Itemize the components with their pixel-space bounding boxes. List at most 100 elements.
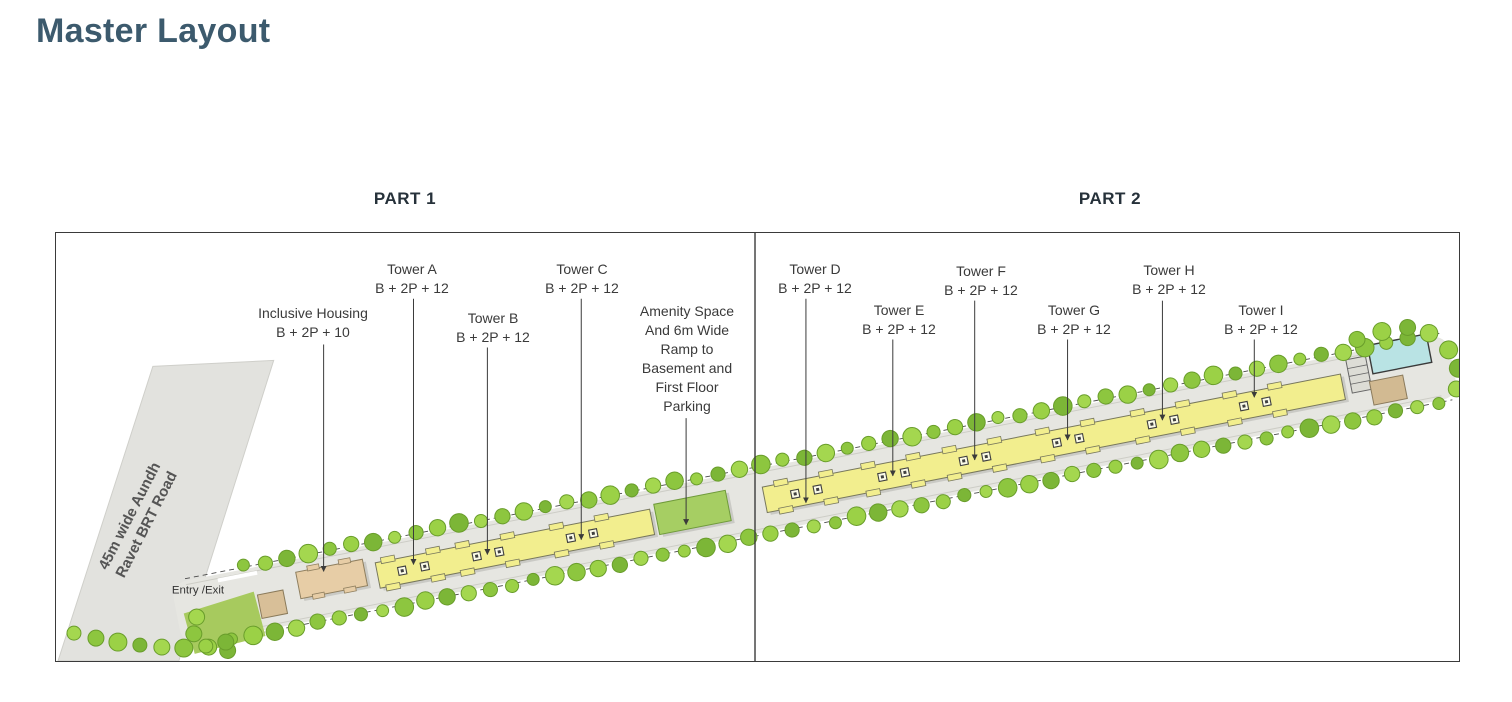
tower-wing xyxy=(1174,399,1191,409)
tree-icon xyxy=(1130,456,1144,470)
brt-road xyxy=(57,359,275,661)
label-title: Tower B xyxy=(467,310,519,326)
tree-icon xyxy=(343,535,360,553)
housing-wing xyxy=(306,563,320,572)
label-title: Inclusive Housing xyxy=(258,305,368,321)
tower-core-dot xyxy=(793,492,797,496)
amenity-space-label: Amenity Space And 6m Wide Ramp to Baseme… xyxy=(640,302,734,416)
tower-wing xyxy=(1034,426,1051,437)
ramp-step xyxy=(1347,364,1368,370)
tree-icon xyxy=(153,638,171,656)
tree-icon xyxy=(740,528,758,546)
inclusive-housing-label: Inclusive Housing B + 2P + 10 xyxy=(258,304,368,342)
tree-icon xyxy=(1086,462,1102,478)
tower-wing xyxy=(910,479,927,489)
tree-icon xyxy=(1077,394,1092,409)
ramp-step xyxy=(1350,380,1371,385)
tower-wing xyxy=(865,488,882,498)
tree-icon xyxy=(816,443,836,463)
tree-icon xyxy=(188,608,206,626)
tree-icon xyxy=(66,625,82,641)
tree-icon xyxy=(331,610,347,626)
gatehouse xyxy=(256,589,289,620)
tree-icon xyxy=(881,429,899,448)
tower-core-dot xyxy=(591,531,596,536)
tower-wing xyxy=(817,468,834,479)
tree-icon xyxy=(1432,397,1446,410)
tree-icon xyxy=(108,632,128,652)
tree-icon xyxy=(633,550,649,566)
tree-icon xyxy=(935,494,951,510)
tree-icon xyxy=(1321,415,1341,434)
tree-icon xyxy=(1192,440,1211,458)
tree-icon xyxy=(751,454,771,475)
tree-icon xyxy=(665,471,684,490)
label-title: Tower G xyxy=(1047,302,1101,318)
tree-icon xyxy=(257,555,273,571)
tower-core-dot xyxy=(1055,440,1059,445)
tower-wing xyxy=(1179,426,1196,437)
tree-icon xyxy=(388,530,402,544)
tree-icon xyxy=(545,566,565,586)
tower-wing xyxy=(548,521,565,532)
tree-icon xyxy=(1269,354,1288,374)
label-spec: B + 2P + 12 xyxy=(944,282,1018,298)
tower-wing xyxy=(1134,435,1151,445)
tree-icon xyxy=(174,638,194,658)
annotation-arrows xyxy=(320,298,1258,572)
tree-icon xyxy=(891,500,909,518)
tree-icon xyxy=(655,547,670,562)
tower-core-dot xyxy=(984,454,989,459)
tree-icon xyxy=(868,503,888,522)
tree-icon xyxy=(1108,459,1123,474)
tree-icon xyxy=(278,549,296,568)
housing-wing xyxy=(343,585,357,594)
tree-icon xyxy=(806,519,821,534)
tower-wing xyxy=(823,496,840,506)
label-title: Tower H xyxy=(1143,262,1195,278)
tower-wing xyxy=(986,436,1003,446)
tree-icon xyxy=(1439,340,1459,360)
tree-icon xyxy=(1149,449,1169,470)
entry-exit-label: Entry /Exit xyxy=(172,584,225,596)
tree-icon xyxy=(1372,322,1392,341)
label-spec: B + 2P + 12 xyxy=(862,321,936,337)
label-spec: B + 2P + 12 xyxy=(375,280,449,296)
tree-icon xyxy=(775,452,790,467)
tree-icon xyxy=(353,607,368,622)
tower-wing xyxy=(504,558,521,569)
tower-g-label: Tower G B + 2P + 12 xyxy=(1037,301,1111,339)
tower-core-dot xyxy=(880,475,885,479)
tree-icon xyxy=(236,558,250,572)
tower-core-dot xyxy=(961,459,966,463)
tree-icon xyxy=(1334,343,1352,362)
tower-wing xyxy=(772,477,789,488)
label-line: Ramp to xyxy=(660,341,714,357)
tree-icon xyxy=(287,619,306,637)
tower-wing xyxy=(379,554,396,565)
tower-i-label: Tower I B + 2P + 12 xyxy=(1224,301,1298,339)
tree-icon xyxy=(1248,360,1266,377)
tree-icon xyxy=(611,556,629,574)
tree-icon xyxy=(460,585,477,602)
tree-icon xyxy=(1228,366,1243,381)
label-title: Tower E xyxy=(873,302,925,318)
tower-a-label: Tower A B + 2P + 12 xyxy=(375,260,449,298)
tree-icon xyxy=(1399,319,1417,336)
tree-icon xyxy=(997,478,1018,498)
tree-icon xyxy=(1259,431,1274,446)
tree-icon xyxy=(1163,377,1179,393)
tree-icon xyxy=(677,544,691,558)
tower-core-dot xyxy=(1077,436,1082,441)
tree-icon xyxy=(408,524,424,541)
tree-icon xyxy=(1348,330,1366,348)
tower-d-label: Tower D B + 2P + 12 xyxy=(778,260,852,298)
tree-icon xyxy=(913,497,930,514)
site-plan-drawing: 45m wide Aundh Ravet BRT Road xyxy=(57,233,1459,661)
master-layout-plan: 45m wide Aundh Ravet BRT Road xyxy=(55,232,1460,662)
roadside-trees xyxy=(66,625,235,658)
tree-icon xyxy=(1448,358,1459,378)
tower-wing xyxy=(1272,408,1288,419)
label-spec: B + 2P + 12 xyxy=(1132,281,1206,297)
tree-icon xyxy=(828,516,842,530)
